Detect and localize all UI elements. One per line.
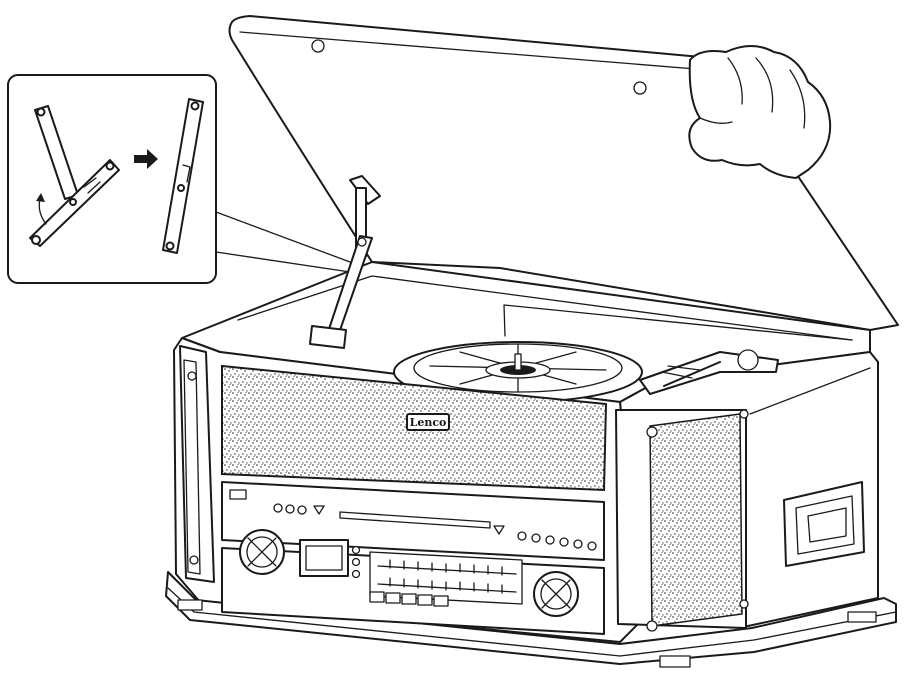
cd-button[interactable] <box>545 535 555 545</box>
radio-button[interactable] <box>351 557 361 567</box>
function-key[interactable] <box>401 593 417 605</box>
brand-plate-text: Lenco <box>410 416 447 429</box>
radio-button[interactable] <box>351 569 361 579</box>
foot-right <box>847 611 877 623</box>
side-speaker-grille <box>615 409 749 632</box>
leader-line-lower <box>215 251 351 273</box>
function-key[interactable] <box>385 592 401 604</box>
cd-button[interactable] <box>573 539 583 549</box>
curved-arrow-icon <box>36 193 47 225</box>
usb-port-icon <box>229 489 247 500</box>
function-key[interactable] <box>433 595 449 607</box>
main-speaker-grille: Lenco <box>221 364 608 492</box>
brand-plate <box>406 413 450 431</box>
cd-button[interactable] <box>531 533 541 543</box>
turntable-icon <box>393 341 643 403</box>
cd-button[interactable] <box>273 503 283 513</box>
radio-panel <box>221 529 605 635</box>
straightened-lid-stay-icon <box>162 98 204 254</box>
hand-icon <box>688 45 832 179</box>
lid-hinge-hole-left <box>311 39 325 53</box>
foot-left <box>177 599 203 611</box>
leader-line-upper <box>215 211 351 263</box>
lid-hinge-hole-right <box>633 81 647 95</box>
cd-button[interactable] <box>517 531 527 541</box>
inset-callout <box>7 74 351 284</box>
cd-slot <box>339 511 491 529</box>
cd-button[interactable] <box>297 505 307 515</box>
cd-button[interactable] <box>587 541 597 551</box>
folded-lid-stay-icon <box>29 105 120 247</box>
spindle <box>514 353 522 371</box>
function-key[interactable] <box>417 594 433 606</box>
cassette-deck-icon <box>783 481 865 567</box>
lid-stay <box>309 175 381 349</box>
cd-button[interactable] <box>559 537 569 547</box>
radio-button[interactable] <box>351 545 361 555</box>
foot-center <box>659 655 691 668</box>
cd-button[interactable] <box>285 504 295 514</box>
eject-button-right[interactable] <box>493 525 505 535</box>
function-key[interactable] <box>369 591 385 603</box>
eject-button[interactable] <box>313 505 325 515</box>
volume-knob-icon[interactable] <box>239 529 285 575</box>
tuning-dial <box>369 551 523 605</box>
right-arrow-icon <box>134 149 158 169</box>
tuning-knob-icon[interactable] <box>533 571 579 617</box>
tonearm-icon <box>639 349 779 395</box>
